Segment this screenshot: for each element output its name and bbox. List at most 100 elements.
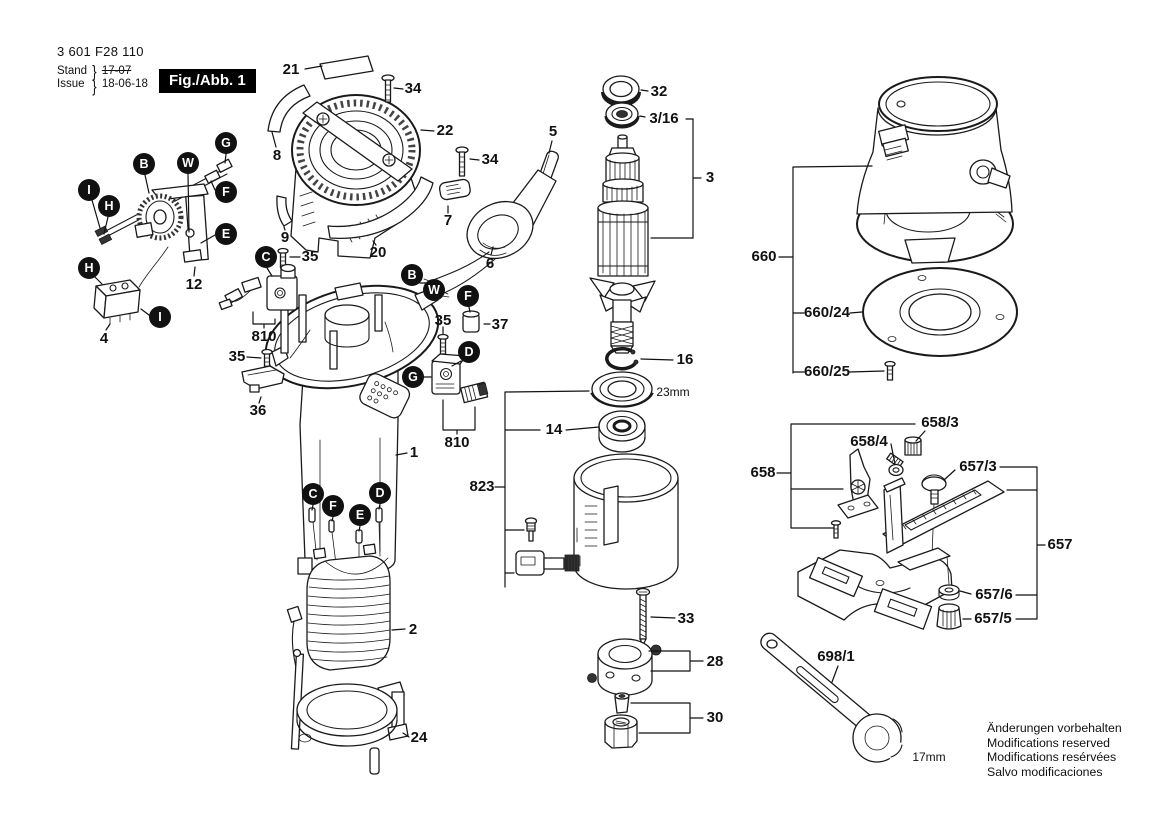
issue-label: Issue [57, 78, 85, 90]
part-label-23mm: 23mm [656, 385, 689, 399]
snap-ring-16-drawing [605, 346, 639, 371]
part-label-36: 36 [250, 402, 267, 419]
stand-issue-block: Stand Issue } } 17-07 18-06-18 [57, 62, 148, 95]
speed-control-12-drawing [94, 158, 233, 288]
callout-letter-B1: B [139, 157, 148, 171]
bearing-3-16-drawing [604, 102, 640, 129]
wire-callout-H1: H [98, 195, 120, 217]
callout-circle [215, 181, 237, 203]
part-label-34b: 34 [482, 151, 499, 168]
part-label-660-24: 660/24 [804, 304, 851, 321]
part-label-34a: 34 [405, 80, 422, 97]
edge-guide-drawing [797, 436, 1005, 630]
part-label-22: 22 [437, 122, 454, 139]
callout-circle [149, 306, 171, 328]
part-label-658: 658 [750, 464, 775, 481]
callout-letter-H1: H [104, 199, 113, 213]
callout-letter-W2: W [428, 283, 440, 297]
part-label-658-3: 658/3 [921, 414, 959, 431]
callout-circle [215, 132, 237, 154]
callout-circle [98, 195, 120, 217]
wire-callout-D1: D [458, 341, 480, 363]
wire-callout-C2: C [302, 483, 324, 505]
wire-callout-E2: E [349, 504, 371, 526]
callout-circle [423, 279, 445, 301]
part-label-810a: 810 [251, 328, 276, 345]
guide-rail-657-drawing [882, 477, 1005, 554]
screw-34-top-drawing [381, 74, 395, 103]
callout-circle [401, 264, 423, 286]
bearing-14-drawing [598, 410, 646, 453]
wire-callout-F3: F [322, 495, 344, 517]
callout-letter-C2: C [308, 487, 317, 501]
clamp-knob-823-drawing [515, 550, 580, 576]
part-label-657: 657 [1047, 536, 1072, 553]
screw-823-drawing [524, 517, 538, 542]
wire-callout-H2: H [78, 257, 100, 279]
callout-circle [349, 504, 371, 526]
guide-fork-drawing [797, 547, 953, 630]
callout-letter-F2: F [464, 289, 472, 303]
wire-callout-F1: F [215, 181, 237, 203]
callout-circle [133, 153, 155, 175]
stand-label: Stand [57, 65, 88, 77]
stop-collar-28-drawing [587, 638, 662, 696]
issue-date: 18-06-18 [101, 78, 148, 90]
wire-callout-E1: E [215, 223, 237, 245]
superseded-date: 17-07 [101, 65, 132, 77]
callout-circle [255, 246, 277, 268]
part-label-657-5: 657/5 [974, 610, 1012, 627]
part-label-6: 6 [486, 255, 494, 272]
part-label-657-6: 657/6 [975, 586, 1013, 603]
motor-housing-1-drawing [264, 282, 440, 577]
washer-658-4-drawing [888, 463, 904, 477]
callout-letter-G2: G [408, 370, 418, 384]
wrench-698-1-drawing [760, 632, 920, 772]
notice-en: Modifications reserved [987, 735, 1111, 750]
notice-fr: Modifications resérvées [987, 750, 1117, 764]
clip-36-drawing [241, 365, 285, 393]
wire-callout-F2: F [457, 285, 479, 307]
part-label-660-25: 660/25 [804, 363, 850, 380]
roller-657-5-drawing [936, 603, 962, 630]
notice-de: Änderungen vorbehalten [987, 721, 1122, 735]
part-label-12: 12 [186, 276, 203, 293]
wire-callout-I1: I [78, 179, 100, 201]
part-label-32: 32 [651, 83, 668, 100]
cover-strip-8-drawing [267, 84, 311, 133]
collet-30-drawing [604, 692, 638, 749]
cord-grip-6-drawing [423, 169, 557, 298]
figure-label: Fig./Abb. 1 [159, 69, 256, 93]
part-label-21: 21 [283, 61, 300, 78]
part-label-810b: 810 [444, 434, 469, 451]
callout-letter-F3: F [329, 499, 337, 513]
part-label-5: 5 [549, 123, 557, 140]
armature-3-drawing [589, 134, 656, 354]
part-label-2: 2 [409, 621, 417, 638]
brace-glyph: } [92, 62, 97, 81]
part-label-35a: 35 [302, 248, 319, 265]
brush-holder-810a-drawing [218, 263, 298, 311]
callout-circle [177, 152, 199, 174]
grommet-7-drawing [438, 178, 471, 201]
part-label-9: 9 [281, 229, 289, 246]
callout-letter-E2: E [356, 508, 364, 522]
wire-callout-W2: W [423, 279, 445, 301]
label-strip-21-drawing [319, 55, 374, 80]
wire-callout-C1: C [255, 246, 277, 268]
cap-37-drawing [462, 310, 480, 333]
screw-660-25-drawing [884, 360, 896, 381]
callout-circle [215, 223, 237, 245]
base-plate-660-24-drawing [862, 267, 1018, 357]
screw-34-mid-drawing [455, 146, 469, 177]
wire-callout-D2: D [369, 482, 391, 504]
switch-4-drawing [93, 279, 141, 325]
callout-circle [78, 257, 100, 279]
part-label-1: 1 [410, 444, 418, 461]
labels-layer: 213422853476920323/1631623mm148231353535… [78, 61, 1073, 764]
part-label-8: 8 [273, 147, 281, 164]
part-label-7: 7 [444, 212, 452, 229]
callout-circle [369, 482, 391, 504]
